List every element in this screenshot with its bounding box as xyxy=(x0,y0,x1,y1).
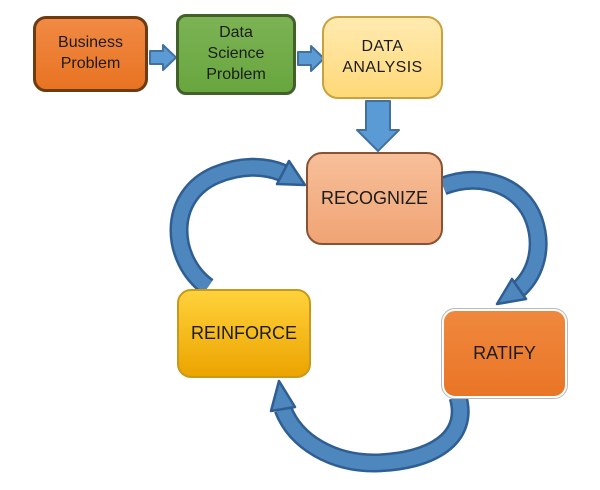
arrow-down-icon xyxy=(356,100,400,152)
node-ratify: RATIFY xyxy=(441,308,568,399)
node-reinforce: REINFORCE xyxy=(177,289,311,378)
arrow-right-icon xyxy=(149,44,177,71)
cycle-arrow-reinforce-to-recognize-icon xyxy=(169,157,307,295)
node-label: RATIFY xyxy=(473,342,536,363)
node-recognize: RECOGNIZE xyxy=(306,152,443,245)
cycle-arrow-ratify-to-reinforce-icon xyxy=(269,379,470,473)
node-label: DATA ANALYSIS xyxy=(342,37,423,76)
cycle-arrow-recognize-to-ratify-icon xyxy=(439,170,548,306)
arrow-right-icon xyxy=(297,45,325,72)
node-data-science-problem: Data Science Problem xyxy=(176,14,296,95)
node-label: REINFORCE xyxy=(190,322,297,343)
node-business-problem: Business Problem xyxy=(33,16,148,92)
node-label: Business Problem xyxy=(58,34,123,72)
node-label: RECOGNIZE xyxy=(320,187,428,208)
node-data-analysis: DATA ANALYSIS xyxy=(322,16,443,99)
node-label: Data Science Problem xyxy=(206,24,266,83)
